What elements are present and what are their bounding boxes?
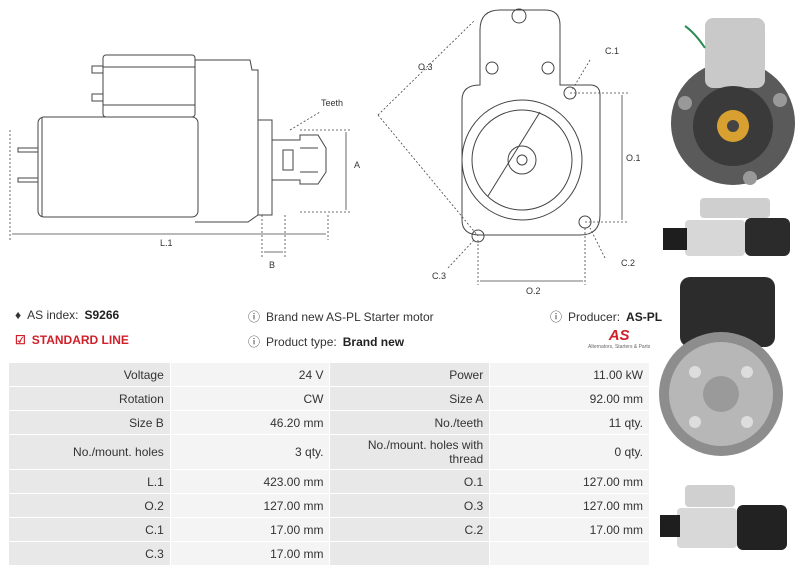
technical-diagram: Teeth A B L.1 O.3 C.1 O.1 C.3 C.2 O.2 xyxy=(9,8,641,296)
spec-label: Power xyxy=(329,362,491,387)
label-c2: C.2 xyxy=(621,258,635,268)
spec-value: 11.00 kW xyxy=(489,362,650,387)
as-index-label: AS index: xyxy=(27,308,79,322)
label-teeth: Teeth xyxy=(321,98,343,108)
spec-value: 127.00 mm xyxy=(169,493,331,518)
spec-label: Size A xyxy=(329,386,491,411)
spec-label xyxy=(329,541,491,566)
solenoid-outline xyxy=(102,54,196,118)
spec-value: 24 V xyxy=(169,362,331,387)
spec-value: 17.00 mm xyxy=(169,517,331,542)
info-icon: ⓘ xyxy=(248,310,261,324)
flange-outline xyxy=(461,9,601,236)
spec-label: O.1 xyxy=(329,469,491,494)
checkbox-icon: ☑ xyxy=(15,333,26,347)
spec-label: L.1 xyxy=(8,469,171,494)
spec-label: Rotation xyxy=(8,386,171,411)
spec-value: 11 qty. xyxy=(489,410,650,435)
spec-label: O.3 xyxy=(329,493,491,518)
product-info: ♦ AS index: S9266 ☑ STANDARD LINE ⓘ Bran… xyxy=(10,305,662,355)
logo-subtitle: Alternators, Starters & Parts xyxy=(588,344,651,350)
spec-value xyxy=(489,541,650,566)
logo-text: AS xyxy=(608,327,630,344)
spec-value: CW xyxy=(169,386,331,411)
photo-rear-view[interactable] xyxy=(655,272,800,457)
spec-label: C.2 xyxy=(329,517,491,542)
photo-side-view[interactable] xyxy=(655,190,800,265)
info-icon: ⓘ xyxy=(248,335,261,349)
label-a: A xyxy=(354,160,360,170)
drive-housing-outline xyxy=(195,59,259,223)
producer-logo: AS Alternators, Starters & Parts xyxy=(588,327,650,350)
product-photos xyxy=(655,0,800,569)
spec-label: Size B xyxy=(8,410,171,435)
tag-icon: ♦ xyxy=(15,308,22,322)
spec-value: 46.20 mm xyxy=(169,410,331,435)
description-text: Brand new AS-PL Starter motor xyxy=(266,309,434,324)
spec-label: C.3 xyxy=(8,541,171,566)
spec-value: 0 qty. xyxy=(489,434,650,470)
standard-line-label: STANDARD LINE xyxy=(31,333,129,347)
spec-label: No./mount. holes with thread xyxy=(329,434,491,470)
label-l1: L.1 xyxy=(160,238,173,248)
product-type-label: Product type: xyxy=(266,334,337,349)
spec-label: O.2 xyxy=(8,493,171,518)
photo-front-view[interactable] xyxy=(655,8,800,188)
photo-angle-view[interactable] xyxy=(655,470,800,560)
label-o2: O.2 xyxy=(526,286,541,296)
info-icon: ⓘ xyxy=(550,310,563,324)
spec-label: C.1 xyxy=(8,517,171,542)
label-o3: O.3 xyxy=(418,62,433,72)
description: ⓘ Brand new AS-PL Starter motor xyxy=(248,308,434,325)
motor-body-outline xyxy=(37,116,199,218)
spec-value: 127.00 mm xyxy=(489,493,650,518)
as-index-value: S9266 xyxy=(84,308,120,322)
product-type-value: Brand new xyxy=(342,334,405,349)
label-o1: O.1 xyxy=(626,153,641,163)
spec-value: 423.00 mm xyxy=(169,469,331,494)
producer-value: AS-PL xyxy=(626,309,663,324)
spec-value: 17.00 mm xyxy=(489,517,650,542)
spec-label: Voltage xyxy=(8,362,171,387)
product-type: ⓘ Product type: Brand new xyxy=(248,333,404,350)
label-b: B xyxy=(269,260,275,270)
flange-center-boss xyxy=(461,99,583,221)
spec-value: 127.00 mm xyxy=(489,469,650,494)
label-c1: C.1 xyxy=(605,46,619,56)
spec-value: 17.00 mm xyxy=(169,541,331,566)
spec-value: 92.00 mm xyxy=(489,386,650,411)
producer: ⓘ Producer: AS-PL xyxy=(550,308,662,325)
spec-label: No./mount. holes xyxy=(8,434,171,470)
label-c3: C.3 xyxy=(432,271,446,281)
as-index: ♦ AS index: S9266 xyxy=(15,308,119,322)
spec-label: No./teeth xyxy=(329,410,491,435)
pinion-outline xyxy=(257,119,273,216)
producer-label: Producer: xyxy=(568,309,621,324)
standard-line: ☑ STANDARD LINE xyxy=(15,333,129,347)
spec-value: 3 qty. xyxy=(169,434,331,470)
